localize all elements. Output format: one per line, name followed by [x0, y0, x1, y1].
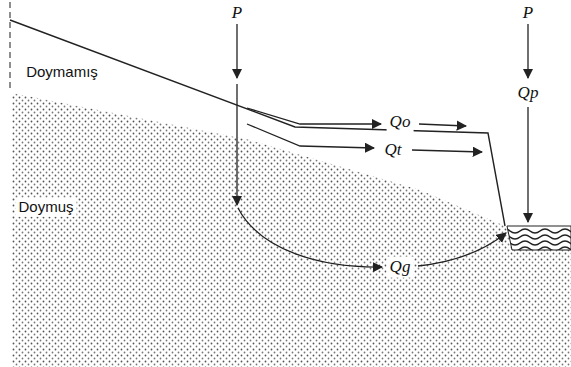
flow-label: Qg — [387, 257, 414, 278]
saturated-zone — [12, 93, 571, 367]
flow-arrows — [237, 24, 528, 267]
ground-surface — [10, 20, 505, 226]
zone-label: Doymuş — [15, 198, 76, 217]
zone-label: Doymamış — [23, 63, 101, 82]
flow-label: P — [520, 3, 536, 24]
divide-line — [9, 2, 10, 92]
flow-label: P — [229, 3, 245, 24]
flow-label: Qp — [515, 83, 542, 104]
flow-label: Qt — [382, 140, 405, 161]
stream-water — [500, 226, 571, 251]
flow-label: Qo — [387, 112, 414, 133]
